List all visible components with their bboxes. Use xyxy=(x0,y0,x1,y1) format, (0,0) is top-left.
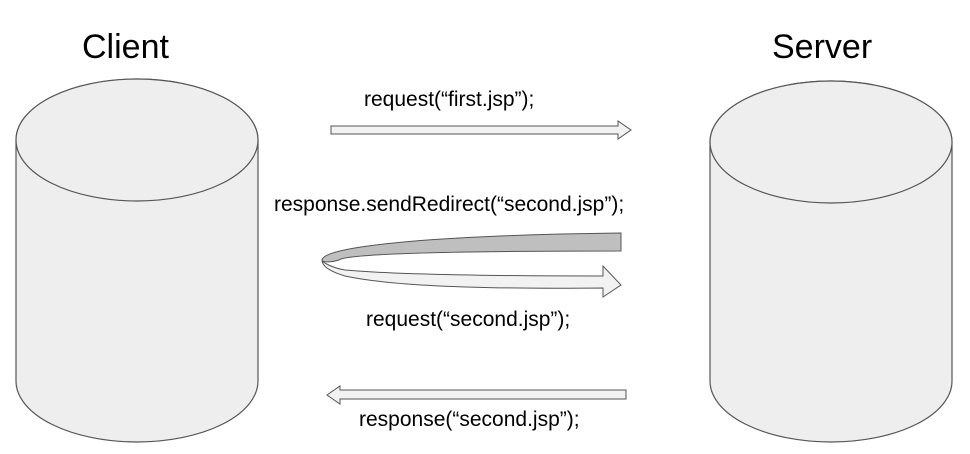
u-turn-front-band xyxy=(321,259,622,298)
server-cylinder-top xyxy=(709,80,953,204)
server-title: Server xyxy=(772,28,873,66)
request-first-label: request(“first.jsp”); xyxy=(364,88,535,111)
server-cylinder xyxy=(709,80,953,443)
client-cylinder-top xyxy=(15,78,259,202)
response-second-label: response(“second.jsp”); xyxy=(359,408,580,431)
redirect-u-turn-arrow xyxy=(321,232,622,298)
request-second-label: request(“second.jsp”); xyxy=(366,308,571,331)
request-first-arrow xyxy=(330,120,632,140)
response-second-arrow xyxy=(326,385,627,405)
redirect-label: response.sendRedirect(“second.jsp”); xyxy=(274,193,625,216)
client-cylinder xyxy=(15,78,259,443)
client-title: Client xyxy=(82,28,169,66)
u-turn-back-band xyxy=(321,232,622,263)
